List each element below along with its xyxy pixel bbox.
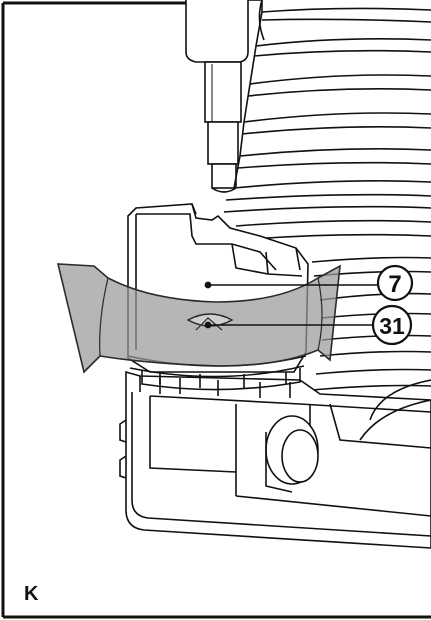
callout-7-label: 7: [388, 271, 401, 298]
corrugated-hose: [223, 0, 431, 400]
rotation-arrow: [56, 263, 341, 374]
panel-letter: K: [24, 583, 39, 605]
callout-31-label: 31: [379, 313, 405, 339]
callout-31: 31: [371, 304, 413, 346]
wand-shaft: [185, 0, 249, 193]
base-housing: [119, 370, 431, 549]
leader-lines: [204, 281, 378, 329]
callout-7: 7: [376, 264, 414, 302]
